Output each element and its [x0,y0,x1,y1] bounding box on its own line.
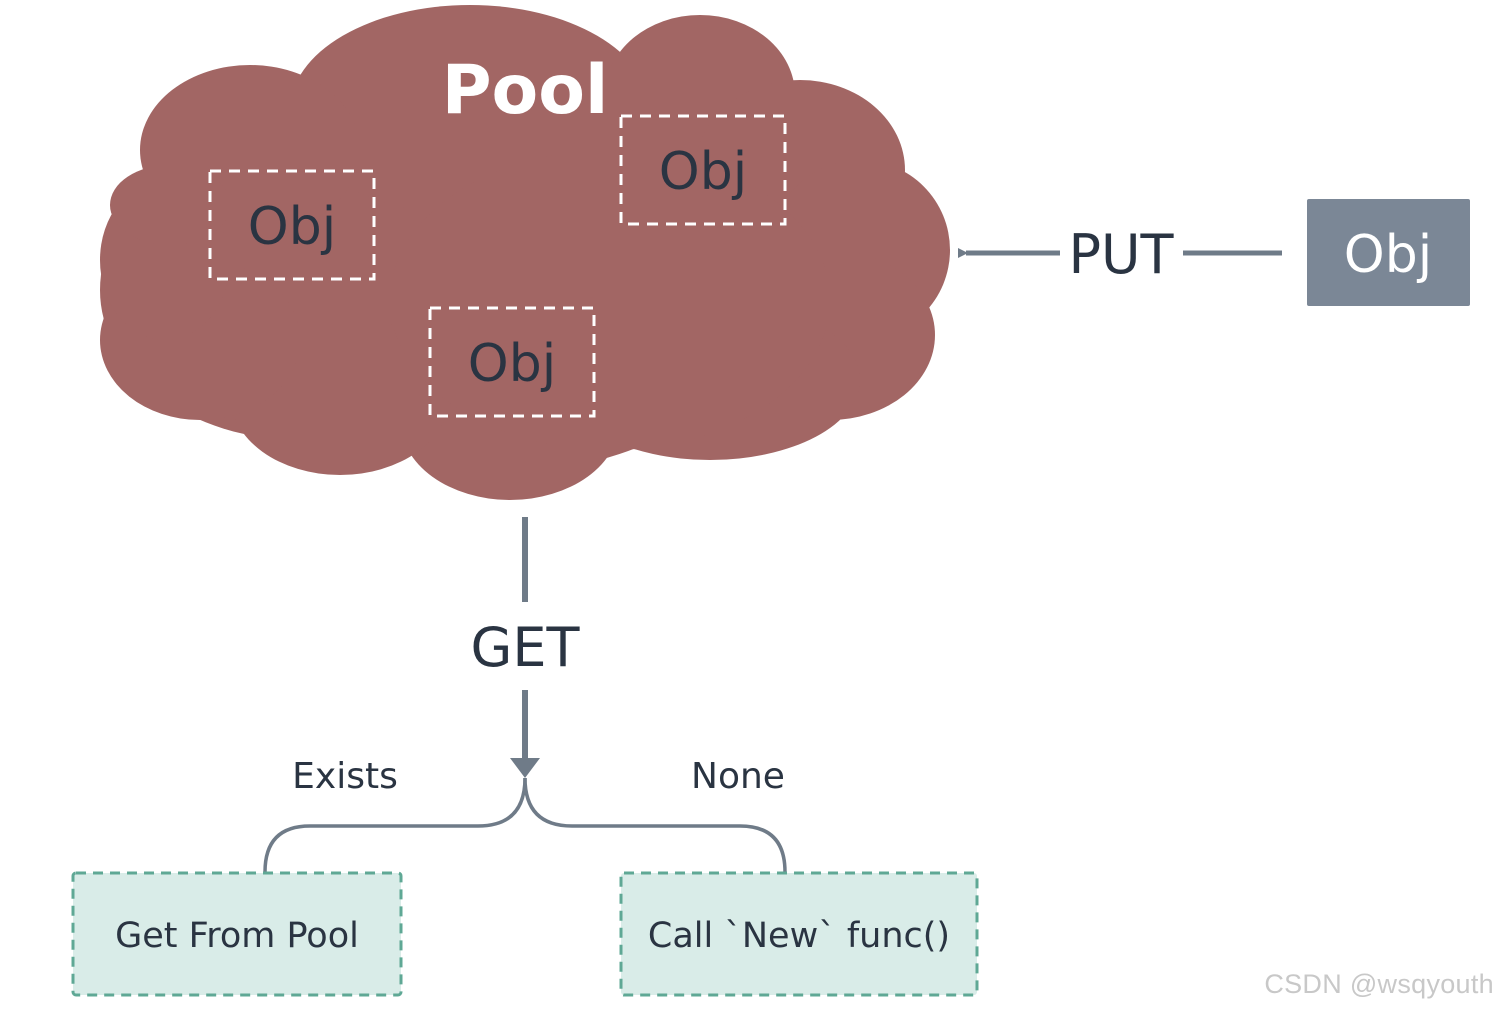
watermark-text: CSDN @wsqyouth [1264,969,1494,999]
pool-object-label: Obj [248,197,336,257]
get-arrowhead [510,758,540,778]
source-object-label: Obj [1344,225,1432,285]
pool-object-box: Obj [619,114,787,226]
put-label: PUT [1068,223,1174,286]
branch-none-curve [523,777,787,873]
result-none-label: Call `New` func() [648,916,950,956]
branch-none-label: None [691,756,785,797]
pool-object-label: Obj [659,142,747,202]
branch-exists-label: Exists [292,756,398,797]
pool-cloud [100,5,950,500]
result-none-box: Call `New` func() [619,871,979,997]
pool-object-label: Obj [468,334,556,394]
pool-object-box: Obj [428,306,596,418]
get-label: GET [471,616,581,679]
result-exists-label: Get From Pool [115,916,359,956]
branch-exists-curve [263,777,527,873]
source-object-box: Obj [1307,199,1470,306]
pool-object-box: Obj [208,169,376,281]
pool-title: Pool [442,51,609,130]
result-exists-box: Get From Pool [71,871,403,997]
